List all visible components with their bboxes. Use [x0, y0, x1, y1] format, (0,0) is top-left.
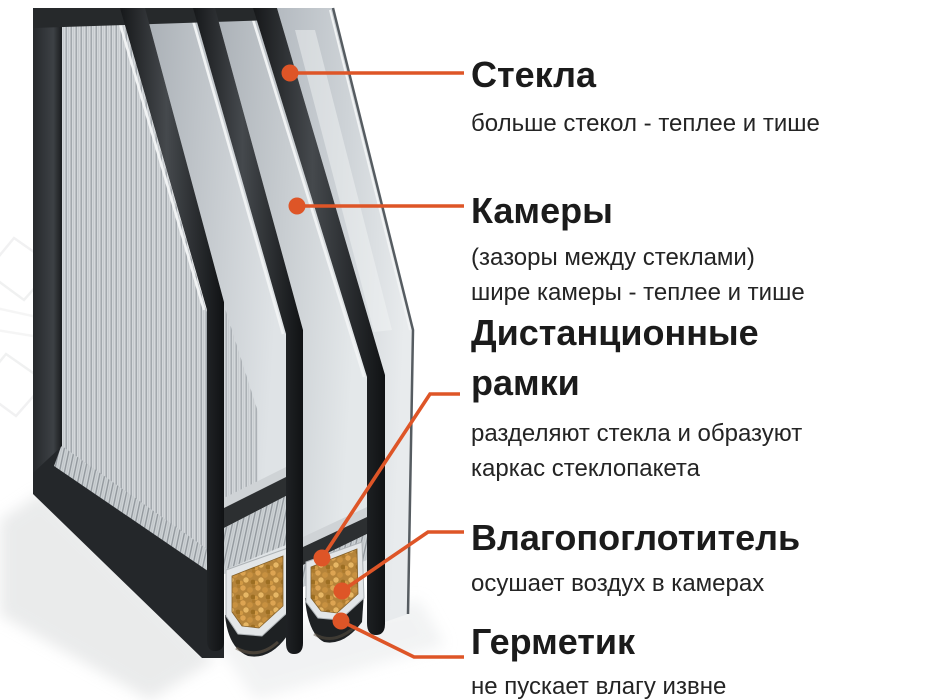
bottom-spacer-band [54, 444, 224, 582]
edge-highlights [114, 9, 411, 378]
label-spacers-desc-2: каркас стеклопакета [471, 455, 700, 482]
chamber-1-details [224, 305, 286, 570]
leader-line-desiccant [340, 530, 464, 593]
label-spacers-desc-1: разделяют стекла и образуют [471, 420, 803, 447]
glass-reflection [295, 30, 392, 332]
leader-dot-sealant [332, 612, 350, 630]
label-chambers-desc-1: (зазоры между стеклами) [471, 244, 755, 271]
left-spacer-stack [62, 8, 207, 549]
bottom-frame [33, 446, 224, 658]
leader-dot-glass [281, 64, 299, 82]
label-sealant-desc: не пускает влагу извне [471, 673, 727, 700]
annotation-glass: Стекла больше стекол - теплее и тише [471, 50, 820, 141]
annotation-sealant: Герметик не пускает влагу извне [471, 617, 726, 700]
label-spacers-title-1: Дистанционные [471, 312, 759, 353]
pane-edge-middle [193, 8, 303, 654]
ground-shadow [0, 492, 445, 700]
leader-line-sealant [340, 619, 464, 659]
glass-face-3 [277, 8, 413, 622]
leader-lines [290, 71, 464, 659]
label-spacers-title-2: рамки [471, 362, 580, 403]
leader-dot-spacers [313, 549, 331, 567]
label-chambers-title: Камеры [471, 190, 613, 231]
leader-dot-desiccant [333, 582, 351, 600]
pane-edge-back [120, 8, 224, 651]
annotation-chambers: Камеры (зазоры между стеклами) шире каме… [471, 186, 805, 310]
annotation-spacers: Дистанционные рамки разделяют стекла и о… [471, 308, 802, 486]
leader-dot-chambers [288, 197, 306, 215]
label-sealant-title: Герметик [471, 621, 636, 662]
leader-dots [281, 64, 351, 630]
label-desiccant-title: Влагопоглотитель [471, 517, 801, 558]
desiccant-left [231, 555, 284, 629]
leader-line-spacers [320, 392, 460, 559]
label-chambers-desc-2: шире камеры - теплее и тише [471, 279, 805, 306]
glass-face-2 [215, 8, 367, 585]
label-desiccant-desc: осушает воздух в камерах [471, 570, 765, 597]
spacer-cutaway-left [225, 547, 289, 657]
label-glass-title: Стекла [471, 54, 596, 95]
left-frame-bar [33, 8, 62, 473]
outer-edge-line [331, 7, 415, 615]
annotation-desiccant: Влагопоглотитель осушает воздух в камера… [471, 513, 800, 601]
label-glass-desc: больше стекол - теплее и тише [471, 110, 820, 137]
